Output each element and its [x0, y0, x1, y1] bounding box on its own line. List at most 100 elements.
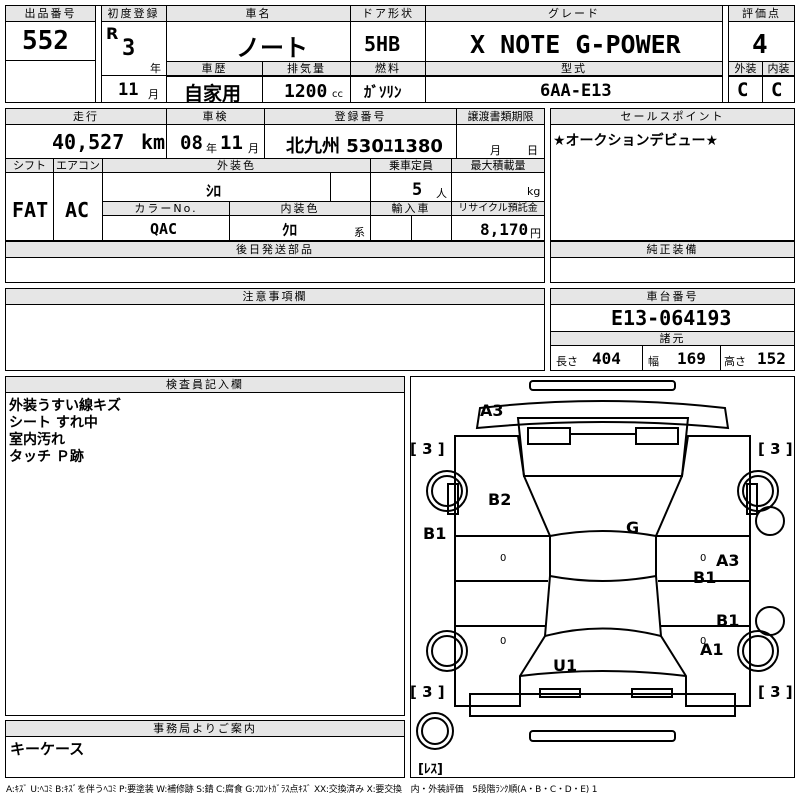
- capacity-label: 乗車定員: [371, 159, 451, 173]
- specs-label: 諸元: [551, 332, 794, 346]
- spec-height-value: 152: [757, 349, 786, 368]
- import-label: 輸入車: [371, 202, 451, 216]
- interior-grade-label: 内装: [763, 62, 794, 76]
- damage-mark: A1: [700, 640, 724, 659]
- mileage-label: 走行: [6, 109, 166, 125]
- shift-value: FAT: [12, 198, 49, 222]
- inspector-section: [5, 376, 405, 716]
- capacity-unit: 人: [436, 187, 447, 200]
- lot-label: 出品番号: [6, 6, 95, 22]
- vehicle-info-section: [5, 108, 545, 241]
- genuine-label: 純正装備: [551, 242, 794, 258]
- model-label: 型式: [426, 62, 722, 76]
- first-reg-label: 初度登録: [101, 6, 166, 22]
- capacity-value: 5: [412, 180, 423, 200]
- recycle-label: リサイクル預託金: [452, 202, 544, 216]
- grade-label: グレード: [426, 6, 722, 22]
- tire-front-left: [ 3 ]: [410, 440, 445, 458]
- displacement-value: 1200: [284, 81, 328, 102]
- car-name-value: ノート: [236, 34, 308, 62]
- svg-text:0: 0: [700, 636, 706, 647]
- inspector-label: 検査員記入欄: [6, 377, 404, 393]
- fuel-value: ｶﾞｿﾘﾝ: [364, 83, 402, 101]
- later-parts-label: 後日発送部品: [6, 242, 544, 258]
- score-label: 評価点: [729, 6, 794, 22]
- lot-number: 552: [22, 26, 69, 56]
- recycle-value: 8,170: [480, 220, 529, 239]
- ext-color-label: 外装色: [103, 159, 370, 173]
- spec-height-label: 高さ: [724, 355, 746, 368]
- chassis-label: 車台番号: [551, 289, 794, 305]
- transfer-label: 譲渡書類期限: [457, 109, 544, 125]
- score-value: 4: [752, 30, 768, 60]
- displacement-label: 排気量: [263, 62, 350, 76]
- spec-width-label: 幅: [648, 355, 659, 368]
- model-value: 6AA-E13: [540, 81, 612, 101]
- exterior-grade-label: 外装: [729, 62, 762, 76]
- svg-text:0: 0: [500, 636, 506, 647]
- svg-text:0: 0: [700, 553, 706, 564]
- inspection-month: 11: [220, 132, 243, 154]
- door-label: ドア形状: [351, 6, 425, 22]
- damage-mark: U1: [553, 656, 578, 675]
- exterior-grade-value: C: [737, 79, 749, 101]
- color-no-label: カラーNo.: [103, 202, 229, 216]
- first-reg-month-unit: 月: [148, 88, 159, 101]
- inspector-line: 外装うすい線キズ: [9, 398, 121, 414]
- sales-point-value: ★オークションデビュー★: [553, 133, 719, 149]
- legend-text: A:ｷｽﾞ U:ﾍｺﾐ B:ｷｽﾞを伴うﾍｺﾐ P:要塗装 W:補修跡 S:錆 …: [6, 785, 598, 795]
- door-value: 5HB: [364, 32, 401, 56]
- recycle-unit: 円: [530, 227, 541, 240]
- damage-mark: B2: [488, 490, 512, 509]
- int-color-unit: 系: [354, 226, 365, 239]
- damage-mark: B1: [693, 568, 717, 587]
- fuel-label: 燃料: [351, 62, 425, 76]
- displacement-unit: cc: [332, 89, 343, 100]
- transfer-month-unit: 月: [490, 144, 501, 157]
- car-name-label: 車名: [167, 6, 350, 22]
- mileage-unit: km: [141, 130, 166, 154]
- history-value: 自家用: [184, 83, 242, 105]
- car-diagram: 0 0 0 0: [416, 380, 785, 750]
- plate-value: 北九州 530ﾕ1380: [286, 136, 443, 157]
- history-label: 車歴: [167, 62, 262, 76]
- office-value: キーケース: [10, 740, 85, 758]
- spec-length-value: 404: [592, 349, 621, 368]
- ac-value: AC: [65, 198, 90, 222]
- inspector-line: シート すれ中: [9, 415, 98, 431]
- chassis-value: E13-064193: [611, 306, 732, 330]
- inspection-month-unit: 月: [248, 142, 259, 155]
- ext-color-value: ｼﾛ: [206, 182, 222, 200]
- max-load-label: 最大積載量: [452, 159, 544, 173]
- color-no-value: QAC: [150, 220, 178, 238]
- office-label: 事務局よりご案内: [6, 721, 404, 737]
- inspector-line: タッチ Ｐ跡: [9, 449, 84, 465]
- sales-point-label: セールスポイント: [551, 109, 794, 125]
- int-color-label: 内装色: [230, 202, 370, 216]
- first-reg-year-unit: 年: [150, 62, 161, 75]
- tire-rear-right: [ 3 ]: [758, 683, 793, 701]
- first-reg-year: 3: [122, 36, 136, 61]
- car-diagram-section: [410, 376, 795, 778]
- inspection-year-unit: 年: [206, 142, 217, 155]
- first-reg-era: R: [106, 24, 119, 43]
- svg-text:0: 0: [500, 553, 506, 564]
- damage-mark: A3: [716, 551, 740, 570]
- inspector-line: 室内汚れ: [9, 432, 65, 448]
- spec-width-value: 169: [677, 349, 706, 368]
- interior-grade-value: C: [771, 79, 783, 101]
- transfer-day-unit: 日: [527, 144, 538, 157]
- plate-label: 登録番号: [265, 109, 456, 125]
- tire-front-right: [ 3 ]: [758, 440, 793, 458]
- notes-label: 注意事項欄: [6, 289, 544, 305]
- first-reg-month: 11: [118, 80, 139, 100]
- grade-value: X NOTE G-POWER: [470, 30, 681, 59]
- max-load-unit: kg: [527, 185, 541, 198]
- int-color-value: ｸﾛ: [282, 221, 298, 239]
- inspection-label: 車検: [167, 109, 264, 125]
- damage-mark: A3: [480, 401, 504, 420]
- damage-mark: B1: [423, 524, 447, 543]
- damage-mark: G: [626, 518, 640, 537]
- spare-tire: [ﾚｽ]: [418, 762, 443, 777]
- sales-point-section: [550, 108, 795, 241]
